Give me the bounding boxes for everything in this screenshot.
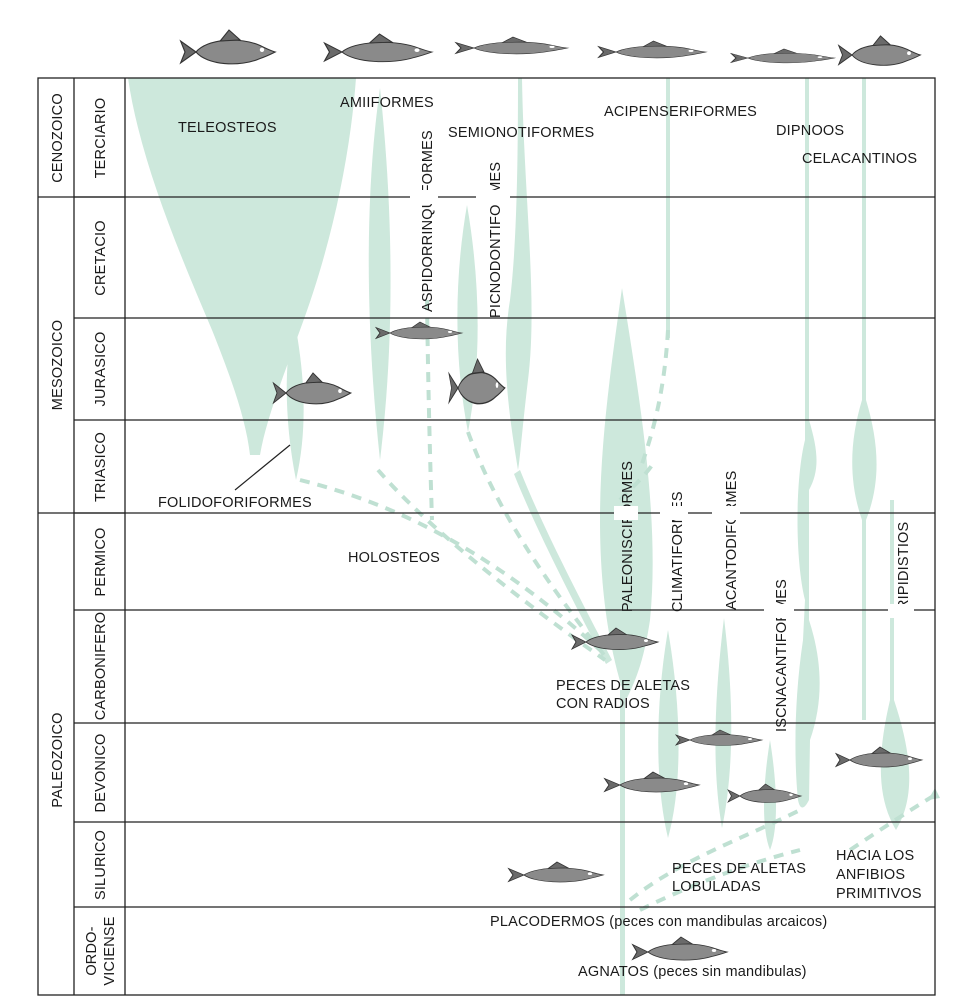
- fish-coelacanth-top: [839, 36, 921, 65]
- period-cretacio: CRETACIO: [93, 220, 109, 295]
- fish-ripidistio: [836, 747, 922, 767]
- label-aletas-radios-2: CON RADIOS: [556, 696, 650, 712]
- label-aletas-radios-1: PECES DE ALETAS: [556, 678, 690, 694]
- period-silurico: SILURICO: [93, 830, 109, 900]
- gap-paleonisciformes: [614, 506, 638, 520]
- period-carbonifero: CARBONIFERO: [93, 612, 109, 721]
- era-mesozoico: MESOZOICO: [50, 320, 66, 410]
- label-agnatos: AGNATOS (peces sin mandibulas): [578, 964, 807, 980]
- era-paleozoico: PALEOZOICO: [50, 712, 66, 807]
- era-cenozoico: CENOZOICO: [50, 93, 66, 183]
- label-aspidorrinquiformes: ASPIDORRINQUIFORMES: [420, 130, 436, 312]
- fish-climatius: [605, 772, 700, 792]
- period-jurasico: JURASICO: [93, 332, 109, 407]
- gap-iscnacantiformes: [764, 604, 794, 618]
- period-labels: TERCIARIO CRETACIO JURASICO TRIASICO PER…: [84, 98, 118, 986]
- label-semionotiformes: SEMIONOTIFORMES: [448, 125, 594, 141]
- label-iscnacantiformes: ISCNACANTIFORMES: [774, 579, 790, 732]
- label-holosteos: HOLOSTEOS: [348, 550, 440, 566]
- fish-iscnacanto: [728, 784, 801, 802]
- fish-folidoforiforme: [273, 373, 350, 404]
- holosteos-diagonal: [514, 470, 612, 664]
- label-aletas-lobuladas-2: LOBULADAS: [672, 879, 761, 895]
- climatiformes-branch: [658, 630, 678, 838]
- period-permico: PERMICO: [93, 527, 109, 596]
- label-ripidistios: RIPIDISTIOS: [896, 522, 912, 610]
- gap-picnodontiformes: [476, 190, 510, 204]
- fish-acantodio: [676, 730, 762, 745]
- fish-placodermo: [509, 862, 604, 882]
- period-terciario: TERCIARIO: [93, 98, 109, 179]
- label-acipenseriformes: ACIPENSERIFORMES: [604, 104, 757, 120]
- fish-amia-top: [325, 34, 433, 62]
- fish-sturgeon-top: [599, 41, 707, 58]
- dipnoos-branch: [795, 78, 819, 808]
- anfibios-arrowhead: [928, 788, 940, 800]
- label-celacantinos: CELACANTINOS: [802, 151, 917, 167]
- gap-acantodiformes: [712, 506, 740, 520]
- label-paleonisciformes: PALEONISCIFORMES: [620, 461, 636, 612]
- fish-picnodonte: [449, 359, 505, 404]
- fish-lepisosteus-top: [456, 37, 568, 54]
- gap-aspidorrinquiformes: [410, 190, 438, 204]
- fish-agnato: [633, 937, 728, 960]
- celacantinos-branch: [852, 78, 876, 720]
- period-devonico: DEVONICO: [93, 734, 109, 813]
- era-labels: CENOZOICO MESOZOICO PALEOZOICO: [50, 93, 66, 807]
- label-acantodiformes: ACANTODIFORMES: [724, 471, 740, 611]
- amiiformes-branch: [369, 88, 391, 460]
- label-backgrounds: [410, 190, 914, 618]
- period-triasico: TRIASICO: [93, 432, 109, 502]
- label-aletas-lobuladas-1: PECES DE ALETAS: [672, 861, 806, 877]
- gap-ripidistios: [888, 604, 914, 618]
- label-anfibios-2: ANFIBIOS: [836, 867, 905, 883]
- gap-climatiformes: [660, 506, 688, 520]
- fish-lungfish-top: [731, 49, 834, 63]
- label-dipnoos: DIPNOOS: [776, 123, 844, 139]
- period-ordoviciense-2: VICIENSE: [102, 916, 118, 985]
- label-placodermos: PLACODERMOS (peces con mandibulas arcaic…: [490, 914, 827, 930]
- label-folidoforiformes: FOLIDOFORIFORMES: [158, 495, 312, 511]
- fish-teleosteo-top: [181, 30, 276, 64]
- label-anfibios-3: PRIMITIVOS: [836, 886, 922, 902]
- label-picnodontiformes: PICNODONTIFORMES: [488, 162, 504, 318]
- label-anfibios-1: HACIA LOS: [836, 848, 914, 864]
- period-ordoviciense-1: ORDO-: [84, 926, 100, 975]
- label-teleosteos: TELEOSTEOS: [178, 120, 277, 136]
- label-amiiformes: AMIIFORMES: [340, 95, 434, 111]
- paleonisciformes-stem: [620, 690, 625, 995]
- folidoforiformes-pointer: [235, 445, 290, 490]
